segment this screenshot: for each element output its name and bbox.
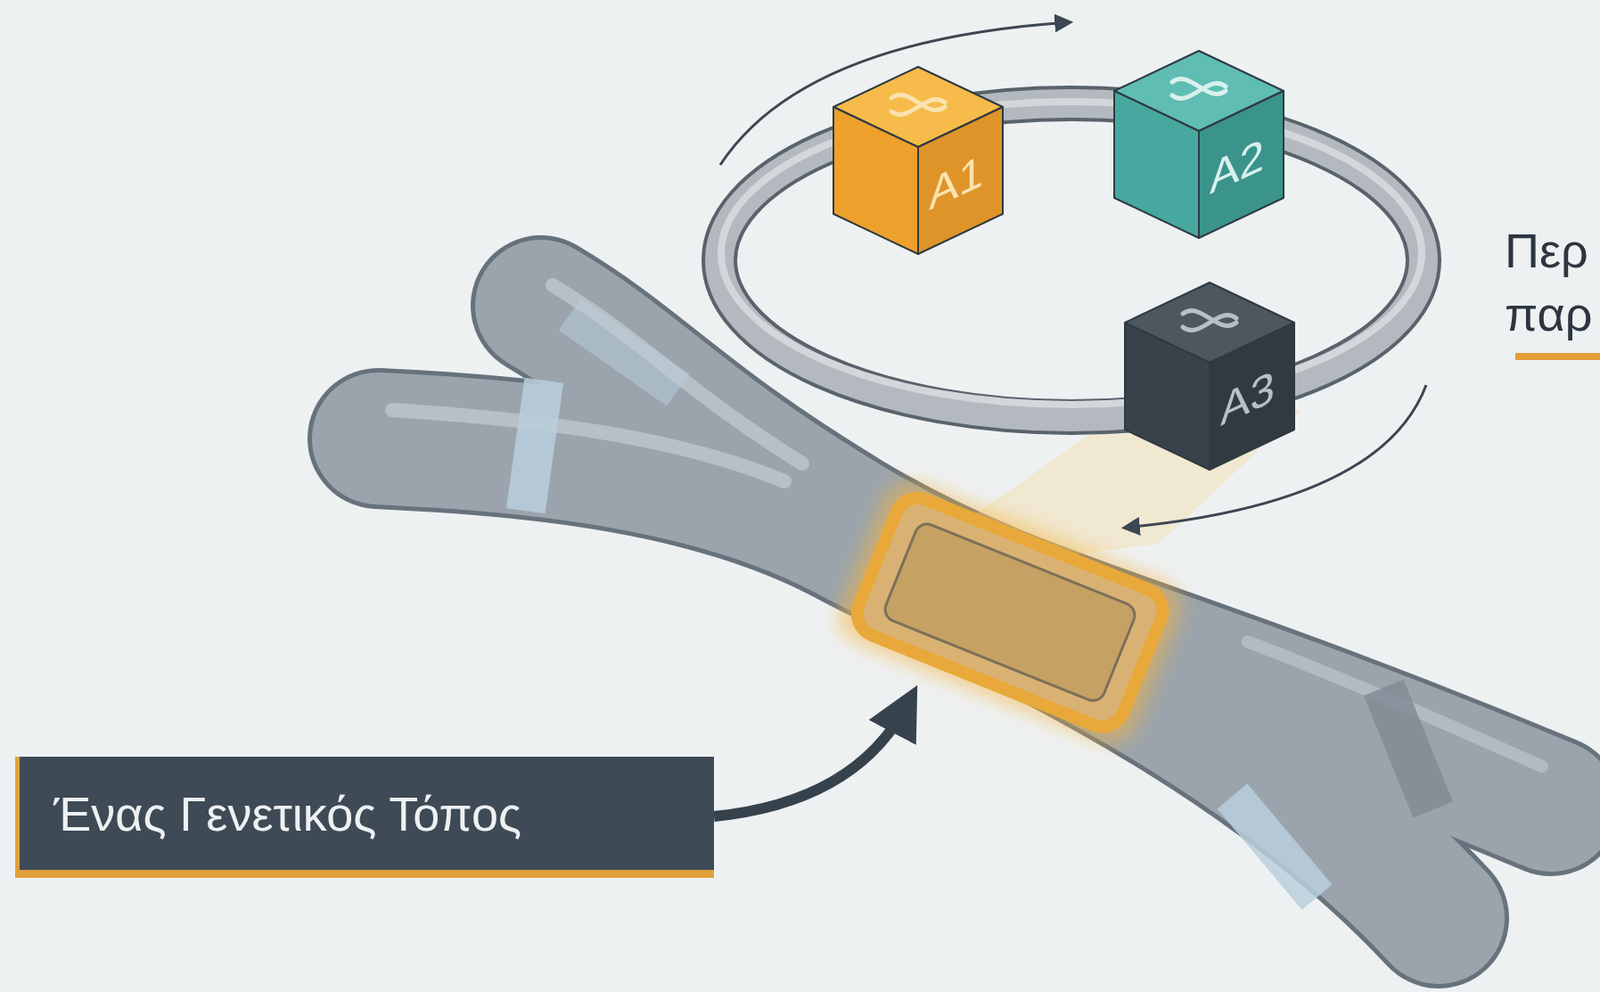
dna-icon — [891, 95, 945, 115]
locus-glow — [828, 471, 1191, 755]
allele-ring — [719, 101, 1424, 418]
dna-icon — [1172, 79, 1226, 99]
pointer-arrow — [713, 704, 908, 817]
chromosome-band — [1363, 679, 1453, 818]
allele-cube: A1 — [828, 62, 1008, 259]
cube-left — [833, 106, 919, 255]
ring-highlight — [721, 101, 1422, 405]
chromosome-band — [558, 298, 690, 407]
locus-slot — [881, 520, 1139, 705]
cube-right — [1198, 90, 1284, 238]
label-box: Ένας Γενετικός Τόπος — [15, 756, 714, 878]
chromatid-highlight — [392, 410, 785, 482]
chromosome-band — [1217, 783, 1333, 911]
locus-marker — [828, 471, 1191, 755]
cube-left — [1114, 90, 1199, 238]
label-text: Ένας Γενετικός Τόπος — [53, 786, 522, 842]
cube-right — [918, 106, 1003, 255]
text-underline — [1515, 352, 1600, 361]
dna-icon — [1182, 311, 1237, 331]
ring-band — [719, 103, 1424, 418]
ring-outline — [719, 103, 1424, 418]
locus-frame — [850, 491, 1170, 734]
side-heading: Περ παρ — [1504, 219, 1598, 347]
chromosome-band — [506, 377, 564, 515]
allele-cube: A3 — [1120, 278, 1299, 475]
allele-cube: A2 — [1109, 46, 1289, 243]
cube-right — [1209, 322, 1295, 470]
cube-left — [1124, 322, 1210, 470]
